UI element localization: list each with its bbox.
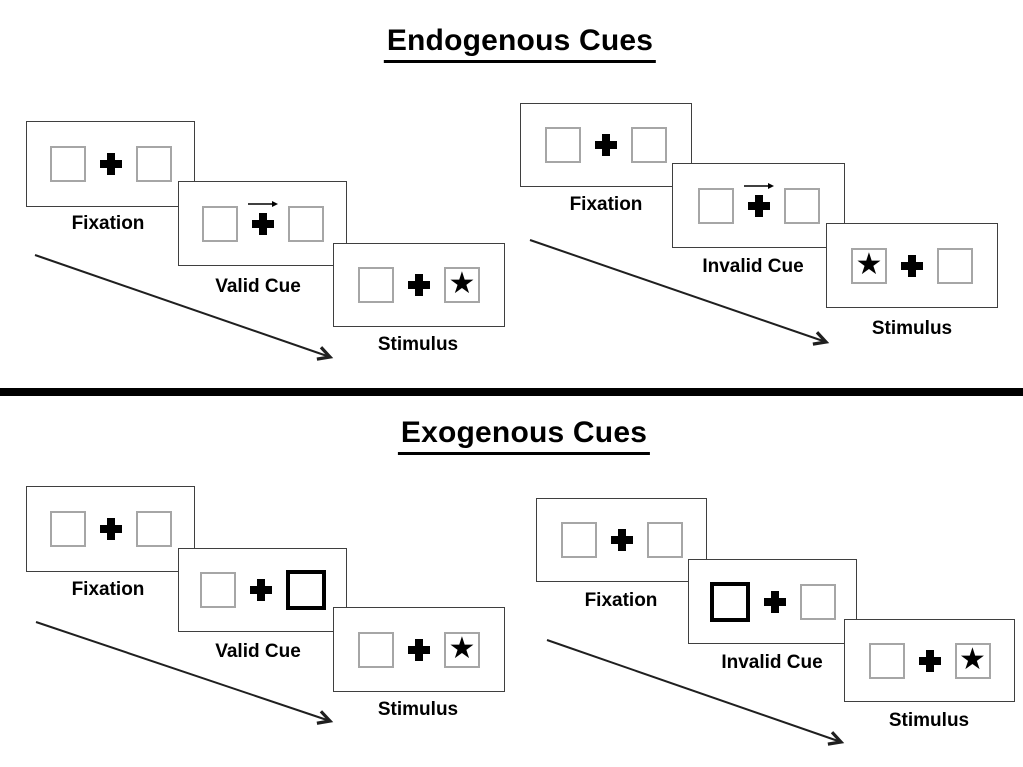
fixation-cross-icon [251, 212, 274, 235]
right-target-box: ★ [444, 630, 480, 668]
fixation-cross-icon [249, 579, 272, 601]
right-placeholder-box [783, 187, 820, 224]
left-placeholder-box [358, 631, 394, 668]
left-placeholder-box [49, 511, 86, 547]
fixation-cross-icon [901, 254, 923, 277]
left-cue-highlight-box [709, 581, 750, 622]
star-stimulus-icon: ★ [448, 266, 476, 301]
left-placeholder-box [49, 146, 86, 182]
timeline-arrow-endogenous-valid [34, 254, 334, 361]
left-placeholder-box [697, 187, 734, 224]
endogenous-valid-stimulus-card: ★ [333, 243, 505, 327]
endogenous-valid-stimulus-label: Stimulus [377, 334, 459, 355]
right-placeholder-box [646, 522, 683, 558]
right-placeholder-box [135, 511, 172, 547]
exogenous-valid-cue-card [178, 548, 347, 632]
left-placeholder-box [199, 572, 236, 608]
fixation-cross-icon [99, 153, 122, 175]
endogenous-invalid-fixation-label: Fixation [569, 194, 643, 215]
section-title-exogenous: Exogenous Cues [397, 416, 651, 455]
fixation-cross-icon [610, 529, 633, 551]
exogenous-invalid-stimulus-label: Stimulus [888, 710, 970, 731]
fixation-cross-icon [763, 590, 786, 613]
exogenous-valid-fixation-card [26, 486, 195, 572]
right-arrow-cue-icon [743, 182, 774, 189]
endogenous-valid-fixation-card [26, 121, 195, 207]
exogenous-valid-fixation-label: Fixation [71, 579, 145, 600]
left-target-box: ★ [851, 246, 887, 284]
exogenous-invalid-fixation-label: Fixation [584, 590, 658, 611]
star-stimulus-icon: ★ [855, 246, 883, 282]
section-divider [0, 388, 1023, 396]
exogenous-invalid-cue-card [688, 559, 857, 644]
fixation-cross-icon [408, 274, 430, 296]
section-title-endogenous: Endogenous Cues [383, 24, 657, 63]
right-placeholder-box [135, 146, 172, 182]
fixation-cross-icon [595, 134, 617, 156]
right-placeholder-box [799, 583, 836, 620]
exogenous-invalid-fixation-card [536, 498, 707, 582]
exogenous-invalid-cue-label: Invalid Cue [721, 652, 823, 673]
exogenous-invalid-stimulus-card: ★ [844, 619, 1015, 702]
left-placeholder-box [201, 205, 238, 242]
right-placeholder-box [937, 247, 973, 284]
exogenous-valid-stimulus-label: Stimulus [377, 699, 459, 720]
star-stimulus-icon: ★ [959, 641, 986, 677]
left-placeholder-box [545, 127, 581, 163]
right-arrow-cue-icon [247, 200, 278, 207]
endogenous-valid-cue-card [178, 181, 347, 266]
endogenous-invalid-stimulus-label: Stimulus [871, 318, 953, 339]
left-placeholder-box [560, 522, 597, 558]
endogenous-invalid-fixation-card [520, 103, 692, 187]
fixation-cross-icon [918, 649, 941, 672]
endogenous-invalid-stimulus-card: ★ [826, 223, 998, 308]
endogenous-valid-fixation-label: Fixation [71, 213, 145, 234]
endogenous-invalid-cue-label: Invalid Cue [702, 256, 804, 277]
fixation-cross-icon [99, 518, 122, 540]
right-cue-highlight-box [285, 570, 326, 610]
right-placeholder-box [287, 205, 324, 242]
endogenous-valid-cue-label: Valid Cue [215, 276, 301, 297]
fixation-cross-icon [747, 194, 770, 217]
left-placeholder-box [358, 267, 394, 303]
timeline-arrow-exogenous-valid [35, 621, 334, 725]
right-target-box: ★ [444, 267, 480, 303]
star-stimulus-icon: ★ [448, 630, 476, 666]
endogenous-invalid-cue-card [672, 163, 845, 248]
exogenous-valid-cue-label: Valid Cue [215, 641, 301, 662]
right-target-box: ★ [954, 641, 991, 679]
fixation-cross-icon [408, 638, 430, 661]
right-placeholder-box [631, 127, 667, 163]
exogenous-valid-stimulus-card: ★ [333, 607, 505, 692]
left-placeholder-box [868, 642, 905, 679]
